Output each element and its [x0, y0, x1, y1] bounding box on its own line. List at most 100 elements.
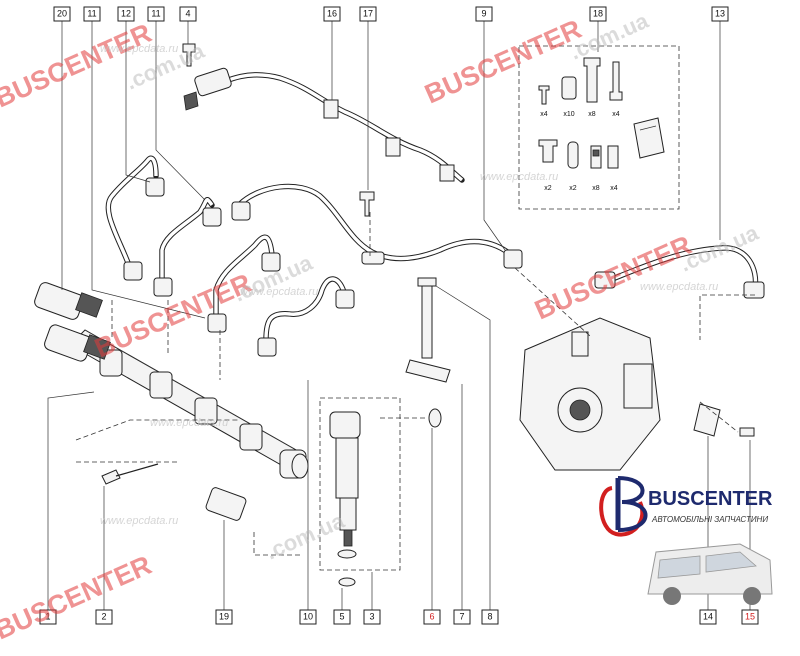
- kit-item-large-sleeve: [583, 57, 601, 103]
- watermark-epc-0: www.epcdata.ru: [100, 43, 178, 55]
- callout-15[interactable]: 15: [741, 609, 759, 625]
- pump-bracket: [693, 403, 721, 437]
- kit-qty-4: x2: [544, 185, 552, 192]
- kit-item-instructions-booklet: [633, 117, 665, 159]
- callout-20[interactable]: 20: [53, 6, 71, 22]
- kit-item-pin: [609, 61, 623, 101]
- callout-19[interactable]: 19: [215, 609, 233, 625]
- watermark-epc-3: www.epcdata.ru: [640, 281, 718, 293]
- kit-item-bolt: [538, 85, 550, 105]
- callout-17[interactable]: 17: [359, 6, 377, 22]
- svg-text:10: 10: [303, 611, 313, 621]
- callout-7[interactable]: 7: [453, 609, 471, 625]
- callout-4[interactable]: 4: [179, 6, 197, 22]
- svg-text:7: 7: [459, 611, 464, 621]
- svg-text:4: 4: [185, 8, 190, 18]
- leader-lines: [47, 20, 751, 610]
- kit-qty-1: x10: [563, 111, 574, 118]
- kit-item-nozzle-sleeve: [538, 139, 558, 163]
- svg-text:11: 11: [151, 8, 160, 18]
- svg-text:1: 1: [45, 611, 50, 621]
- callouts-bottom: 1 2 19 10 5 3 6 7 8 14 15: [39, 609, 759, 625]
- svg-text:3: 3: [369, 611, 374, 621]
- watermarks: BUSCENTER .com.ua BUSCENTER .com.ua BUSC…: [0, 8, 763, 646]
- svg-text:15: 15: [745, 611, 755, 621]
- logo-tagline: АВТОМОБІЛЬНІ ЗАПЧАСТИНИ: [651, 515, 768, 524]
- kit-qty-6: x8: [592, 185, 600, 192]
- pressure-sensor: [34, 282, 103, 320]
- kit-item-washer: [607, 145, 619, 169]
- callout-5[interactable]: 5: [333, 609, 351, 625]
- watermark-epc-4: www.epcdata.ru: [150, 417, 228, 429]
- svg-text:13: 13: [715, 8, 725, 18]
- watermark-grey-4: .com.ua: [262, 508, 349, 565]
- svg-text:5: 5: [339, 611, 344, 621]
- callout-18[interactable]: 18: [589, 6, 607, 22]
- kit-qty-0: x4: [540, 111, 548, 118]
- callout-11b[interactable]: 11: [147, 6, 165, 22]
- high-pressure-pump: [519, 317, 661, 471]
- callout-2[interactable]: 2: [95, 609, 113, 625]
- temperature-sensor: [205, 487, 247, 521]
- minibus-image: [647, 543, 773, 605]
- callout-14[interactable]: 14: [699, 609, 717, 625]
- kit-item-clip: [590, 145, 602, 169]
- buscenter-logo: BUSCENTER АВТОМОБІЛЬНІ ЗАПЧАСТИНИ: [599, 476, 773, 605]
- fuel-injector: [319, 397, 401, 587]
- callout-11a[interactable]: 11: [83, 6, 101, 22]
- svg-text:6: 6: [429, 611, 434, 621]
- kit-qty-5: x2: [569, 185, 577, 192]
- svg-text:12: 12: [121, 8, 131, 18]
- watermark-epc-2: www.epcdata.ru: [240, 286, 318, 298]
- common-rail: [69, 329, 309, 479]
- kit-item-cap: [561, 76, 577, 100]
- watermark-grey-3: .com.ua: [676, 220, 763, 277]
- pump-to-rail-pipe: [231, 183, 523, 269]
- pump-bolt: [739, 427, 755, 437]
- injector-pipe-1: [105, 155, 165, 281]
- injector-stud: [417, 277, 437, 359]
- injector-pipe-2: [153, 196, 222, 297]
- svg-text:16: 16: [327, 8, 337, 18]
- pressure-regulator: [44, 324, 111, 362]
- callout-1[interactable]: 1: [39, 609, 57, 625]
- assembly-dashed-lines: [75, 212, 755, 556]
- screw-4: [182, 43, 196, 67]
- callout-3[interactable]: 3: [363, 609, 381, 625]
- svg-text:11: 11: [87, 8, 96, 18]
- svg-text:14: 14: [703, 611, 713, 621]
- kit-qty-3: x4: [612, 111, 620, 118]
- watermark-red-0: BUSCENTER: [0, 18, 156, 114]
- watermark-red-3: BUSCENTER: [530, 230, 696, 326]
- callouts-top: 20 11 12 11 4 16 17 9 18 13: [53, 6, 729, 22]
- callout-16[interactable]: 16: [323, 6, 341, 22]
- kit-qty-2: x8: [588, 111, 596, 118]
- fuel-return-line: [183, 67, 465, 183]
- callout-10[interactable]: 10: [299, 609, 317, 625]
- callout-8[interactable]: 8: [481, 609, 499, 625]
- svg-text:18: 18: [593, 8, 603, 18]
- svg-text:8: 8: [487, 611, 492, 621]
- watermark-grey-1: .com.ua: [566, 8, 653, 65]
- kit-item-seal: [567, 141, 579, 169]
- svg-text:20: 20: [57, 8, 67, 18]
- watermark-red-2: BUSCENTER: [90, 268, 256, 364]
- watermark-epc-5: www.epcdata.ru: [100, 515, 178, 527]
- repair-kit-box: x4 x10 x8 x4 x2 x2 x8 x4: [518, 45, 680, 210]
- logo-name: BUSCENTER: [648, 488, 773, 510]
- return-pipe-13: [594, 245, 765, 299]
- watermark-epc-1: www.epcdata.ru: [480, 171, 558, 183]
- callout-6[interactable]: 6: [423, 609, 441, 625]
- svg-text:19: 19: [219, 611, 229, 621]
- svg-text:9: 9: [481, 8, 486, 18]
- kit-qty-7: x4: [610, 185, 618, 192]
- callout-13[interactable]: 13: [711, 6, 729, 22]
- injector-clamp: [405, 359, 451, 383]
- watermark-red-4: BUSCENTER: [0, 550, 156, 646]
- watermark-red-1: BUSCENTER: [420, 14, 586, 110]
- svg-text:17: 17: [363, 8, 373, 18]
- screw-17: [359, 191, 375, 217]
- callout-12[interactable]: 12: [117, 6, 135, 22]
- callout-9[interactable]: 9: [475, 6, 493, 22]
